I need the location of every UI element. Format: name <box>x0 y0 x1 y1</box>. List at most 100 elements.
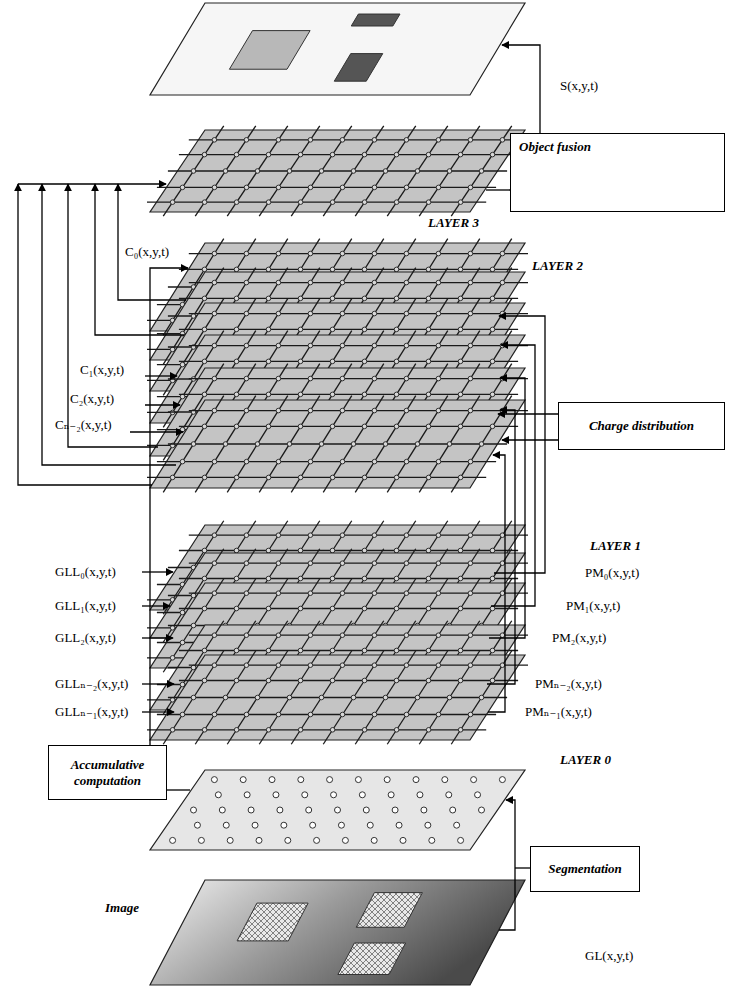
grid-node <box>404 459 409 464</box>
grid-node <box>330 424 335 429</box>
grid-node <box>340 408 345 413</box>
pixel-node <box>355 777 361 783</box>
grid-node <box>436 138 441 143</box>
grid-node <box>234 475 239 480</box>
grid-node <box>490 392 495 397</box>
grid-node <box>298 296 303 301</box>
grid-node <box>458 648 463 653</box>
grid-node <box>266 576 271 581</box>
grid-node <box>404 712 409 717</box>
grid-node <box>212 311 217 316</box>
grid-node <box>266 475 271 480</box>
grid-node <box>298 678 303 683</box>
grid-node <box>266 424 271 429</box>
grid-node <box>212 633 217 638</box>
grid-node <box>490 327 495 332</box>
grid-node <box>351 169 356 174</box>
grid-line <box>179 361 518 362</box>
grid-node <box>330 475 335 480</box>
grid-node <box>276 533 281 538</box>
grid-node <box>276 459 281 464</box>
grid-node <box>490 678 495 683</box>
grid-node <box>266 327 271 332</box>
grid-node <box>394 152 399 157</box>
grid-node <box>319 695 324 700</box>
grid-node <box>212 663 217 668</box>
grid-node <box>266 548 271 553</box>
grid-node <box>372 459 377 464</box>
signal-arrow <box>142 637 173 638</box>
pixel-node <box>335 807 341 813</box>
grid-node <box>362 327 367 332</box>
grid-node <box>394 392 399 397</box>
grid-node <box>223 169 228 174</box>
grid-node <box>298 152 303 157</box>
grid-node <box>244 712 249 717</box>
grid-node <box>234 392 239 397</box>
grid-node <box>340 251 345 256</box>
grid-node <box>426 424 431 429</box>
grid-line <box>291 651 352 745</box>
grid-node <box>308 459 313 464</box>
object-region <box>351 14 400 26</box>
grid-node <box>276 591 281 596</box>
grid-node <box>255 169 260 174</box>
grid-node <box>372 311 377 316</box>
grid-node <box>468 633 473 638</box>
grid-node <box>212 138 217 143</box>
signal-name: C₁(x,y,t) <box>80 362 124 378</box>
grid-node <box>468 712 473 717</box>
grid-node <box>372 408 377 413</box>
pixel-node <box>273 792 279 798</box>
pixel-node <box>240 777 246 783</box>
grid-line <box>291 396 352 493</box>
grid-line <box>168 170 507 171</box>
grid-node <box>234 327 239 332</box>
signal-arrow <box>486 189 510 190</box>
grid-node <box>436 311 441 316</box>
grid-line <box>168 443 507 444</box>
grid-node <box>468 138 473 143</box>
layer-name: LAYER 2 <box>532 258 583 274</box>
grid-node <box>266 359 271 364</box>
grid-node <box>436 533 441 538</box>
pixel-node <box>471 777 477 783</box>
box-label: Segmentation <box>548 861 622 877</box>
grid-node <box>490 359 495 364</box>
grid-line <box>227 651 288 745</box>
grid-node <box>244 251 249 256</box>
pixel-node <box>211 777 217 783</box>
pixel-node <box>194 822 200 828</box>
signal-arrow <box>488 455 505 712</box>
grid-line <box>189 410 528 411</box>
signal-name: S(x,y,t) <box>560 78 598 94</box>
grid-node <box>436 561 441 566</box>
grid-node <box>490 548 495 553</box>
grid-node <box>266 648 271 653</box>
grid-line <box>189 253 528 254</box>
grid-line <box>451 126 512 216</box>
grid-node <box>276 185 281 190</box>
grid-node <box>479 442 484 447</box>
grid-node <box>458 296 463 301</box>
grid-node <box>394 678 399 683</box>
grid-line <box>147 202 486 203</box>
image-object <box>356 893 422 928</box>
grid-node <box>234 648 239 653</box>
grid-node <box>479 169 484 174</box>
grid-node <box>426 648 431 653</box>
signal-arrow <box>142 711 174 712</box>
signal-arrow <box>145 375 177 376</box>
box-label: Accumulative computation <box>57 757 158 788</box>
signal-arrow <box>145 404 180 405</box>
pixel-node <box>223 822 229 828</box>
grid-node <box>170 698 175 703</box>
grid-node <box>426 606 431 611</box>
grid-node <box>362 548 367 553</box>
grid-node <box>468 663 473 668</box>
grid-node <box>287 442 292 447</box>
grid-node <box>298 548 303 553</box>
grid-node <box>276 712 281 717</box>
grid-node <box>362 678 367 683</box>
grid-node <box>276 311 281 316</box>
